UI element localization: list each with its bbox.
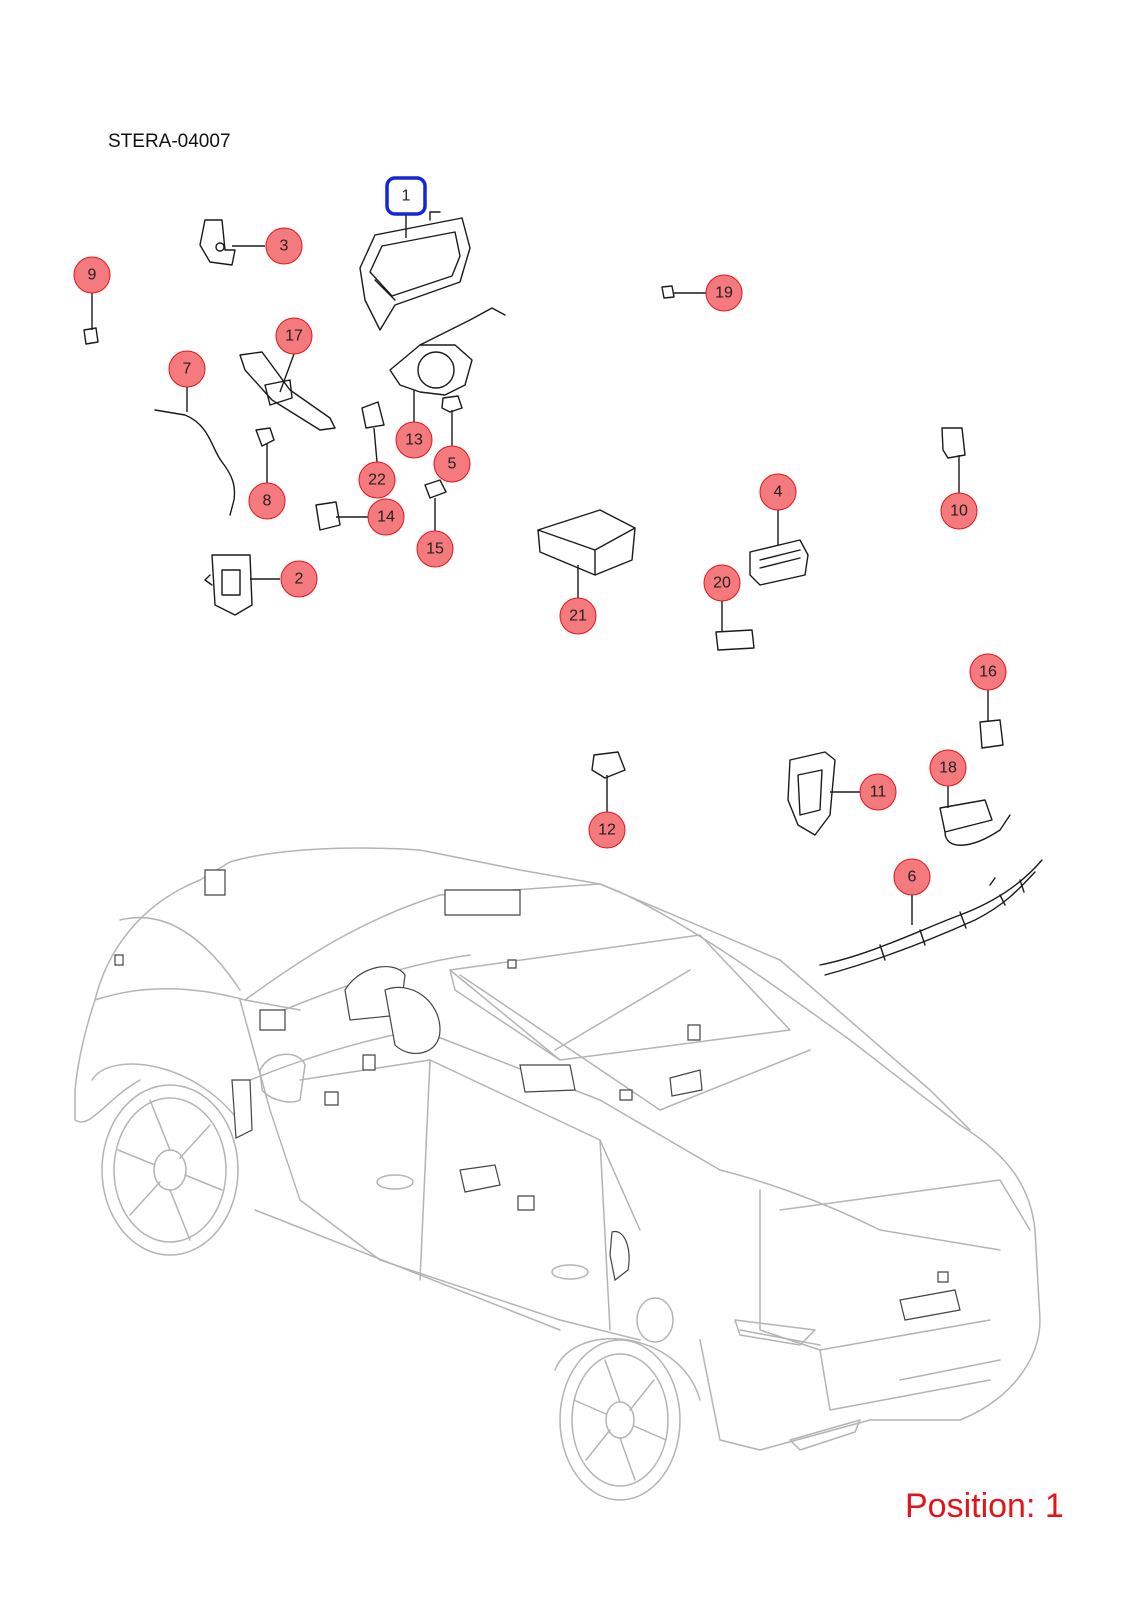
leader-lines [91, 214, 989, 925]
button-drawing [424, 479, 447, 499]
callout-14[interactable]: 14 [367, 498, 405, 536]
control-module-drawing [749, 539, 809, 586]
sensor-cable-drawing [154, 409, 236, 516]
callout-number: 1 [402, 188, 411, 205]
callout-number: 17 [285, 328, 303, 345]
callout-7[interactable]: 7 [168, 350, 206, 388]
part-drawings [83, 211, 1043, 976]
connector-block-drawing [715, 629, 755, 651]
callout-4[interactable]: 4 [759, 473, 797, 511]
callout-number: 21 [569, 608, 587, 625]
callout-15[interactable]: 15 [416, 530, 454, 568]
parking-sensor-drawing [255, 427, 275, 447]
callout-2[interactable]: 2 [280, 560, 318, 598]
callout-3[interactable]: 3 [265, 227, 303, 265]
bracket-clip-drawing [361, 401, 385, 429]
position-label: Position: 1 [905, 1487, 1064, 1525]
callouts: 1 2 3 4 5 6 7 8 [73, 176, 1007, 896]
callout-5[interactable]: 5 [433, 445, 471, 483]
callout-9[interactable]: 9 [73, 256, 111, 294]
callout-11[interactable]: 11 [859, 773, 897, 811]
callout-number: 14 [377, 509, 395, 526]
callout-16[interactable]: 16 [969, 653, 1007, 691]
callout-number: 7 [183, 361, 192, 378]
selected-marker [385, 176, 427, 216]
callout-number: 13 [405, 432, 423, 449]
combination-switch-drawing [389, 307, 506, 396]
mount-bracket-drawing [941, 427, 966, 459]
callout-number: 19 [715, 285, 733, 302]
callout-number: 6 [908, 869, 917, 886]
callout-number: 12 [598, 822, 616, 839]
callout-10[interactable]: 10 [940, 492, 978, 530]
callout-6[interactable]: 6 [893, 858, 931, 896]
rear-sensor-drawing [939, 799, 1011, 846]
callout-number: 2 [295, 571, 304, 588]
callout-number: 10 [950, 503, 968, 520]
callout-21[interactable]: 21 [559, 597, 597, 635]
callout-number: 3 [280, 238, 289, 255]
electronic-control-unit-drawing [537, 509, 636, 576]
callout-20[interactable]: 20 [703, 564, 741, 602]
callout-number: 15 [426, 541, 444, 558]
small-module-drawing [315, 501, 341, 531]
connector-drawing [83, 327, 99, 345]
trim-cover-drawing [239, 351, 336, 431]
callout-8[interactable]: 8 [248, 482, 286, 520]
callout-number: 20 [713, 575, 731, 592]
clip-drawing [661, 285, 675, 299]
callout-22[interactable]: 22 [358, 461, 396, 499]
callout-1[interactable]: 1 [385, 176, 427, 216]
callout-17[interactable]: 17 [275, 317, 313, 355]
callout-18[interactable]: 18 [929, 749, 967, 787]
callout-number: 5 [448, 456, 457, 473]
window-switch-drawing [979, 719, 1004, 749]
instrument-cluster-drawing [359, 211, 471, 331]
callout-number: 18 [939, 760, 957, 777]
callout-19[interactable]: 19 [705, 274, 743, 312]
wiring-harness-drawing [819, 859, 1043, 976]
vehicle-outline [74, 847, 1041, 1501]
callout-number: 22 [368, 472, 386, 489]
callout-number: 4 [774, 484, 783, 501]
callout-12[interactable]: 12 [588, 811, 626, 849]
callout-number: 16 [979, 664, 997, 681]
callout-number: 11 [870, 784, 887, 801]
switch-drawing [591, 751, 626, 779]
diagram-id: STERA-04007 [108, 131, 231, 152]
door-module-drawing [787, 751, 836, 836]
bracket-drawing [199, 219, 236, 266]
module-bracket-drawing [204, 554, 253, 616]
callout-number: 9 [88, 267, 97, 284]
callout-13[interactable]: 13 [395, 421, 433, 459]
callout-number: 8 [263, 493, 272, 510]
sensor-drawing [441, 395, 463, 413]
